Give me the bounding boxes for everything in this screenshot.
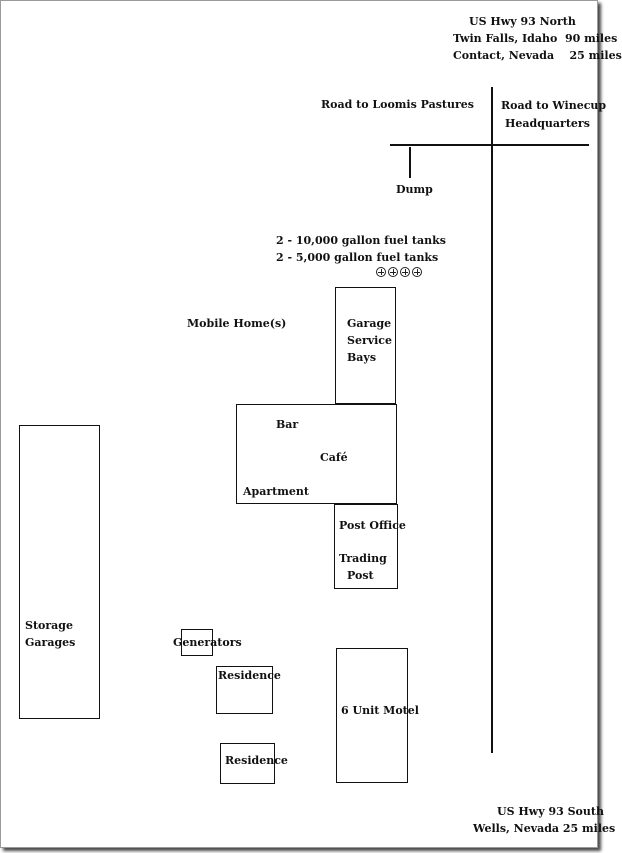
garage-label-3: Bays	[347, 351, 377, 364]
dump-road-line	[409, 147, 411, 178]
residence-building-1	[216, 666, 273, 714]
highway-93-line	[491, 87, 493, 753]
hwy-north-twin-falls: Twin Falls, Idaho 90 miles	[453, 32, 618, 45]
dump-label: Dump	[396, 183, 433, 196]
storage-label-1: Storage	[25, 619, 73, 632]
road-winecup-label-2: Headquarters	[505, 117, 590, 130]
cafe-label: Café	[320, 451, 348, 464]
bar-cafe-apartment-building	[236, 404, 397, 504]
road-loomis-label: Road to Loomis Pastures	[321, 98, 474, 111]
hwy-south-wells: Wells, Nevada 25 miles	[473, 822, 616, 835]
fuel-tank-icon	[388, 267, 398, 277]
hwy-north-title: US Hwy 93 North	[469, 15, 576, 28]
generators-label: Generators	[173, 636, 242, 649]
fuel-tank-icon	[400, 267, 410, 277]
residence-building-2	[220, 743, 275, 784]
garage-label-1: Garage	[347, 317, 392, 330]
six-unit-motel-building	[336, 648, 408, 783]
fuel-tank-icon	[412, 267, 422, 277]
fuel-tanks-label-2: 2 - 5,000 gallon fuel tanks	[276, 251, 439, 264]
garage-service-bays-building	[335, 287, 396, 404]
post-office-label: Post Office	[339, 519, 406, 532]
fuel-tank-symbols	[376, 267, 424, 280]
hwy-south-title: US Hwy 93 South	[497, 805, 604, 818]
trading-post-label-2: Post	[347, 569, 374, 582]
generators-building	[181, 629, 213, 656]
hwy-north-contact: Contact, Nevada 25 miles	[453, 49, 622, 62]
storage-label-2: Garages	[25, 636, 76, 649]
bar-label: Bar	[276, 418, 299, 431]
fuel-tank-icon	[376, 267, 386, 277]
trading-post-label-1: Trading	[339, 552, 387, 565]
mobile-homes-label: Mobile Home(s)	[187, 317, 287, 330]
apartment-label: Apartment	[243, 485, 309, 498]
crossroad-line	[390, 144, 589, 146]
post-office-trading-post-building	[334, 504, 398, 589]
residence-label-2: Residence	[225, 754, 288, 767]
garage-label-2: Service	[347, 334, 393, 347]
motel-label: 6 Unit Motel	[341, 704, 419, 717]
storage-garages-building	[19, 425, 100, 719]
fuel-tanks-label-1: 2 - 10,000 gallon fuel tanks	[276, 234, 446, 247]
residence-label-1: Residence	[218, 669, 281, 682]
road-winecup-label-1: Road to Winecup	[501, 99, 607, 112]
